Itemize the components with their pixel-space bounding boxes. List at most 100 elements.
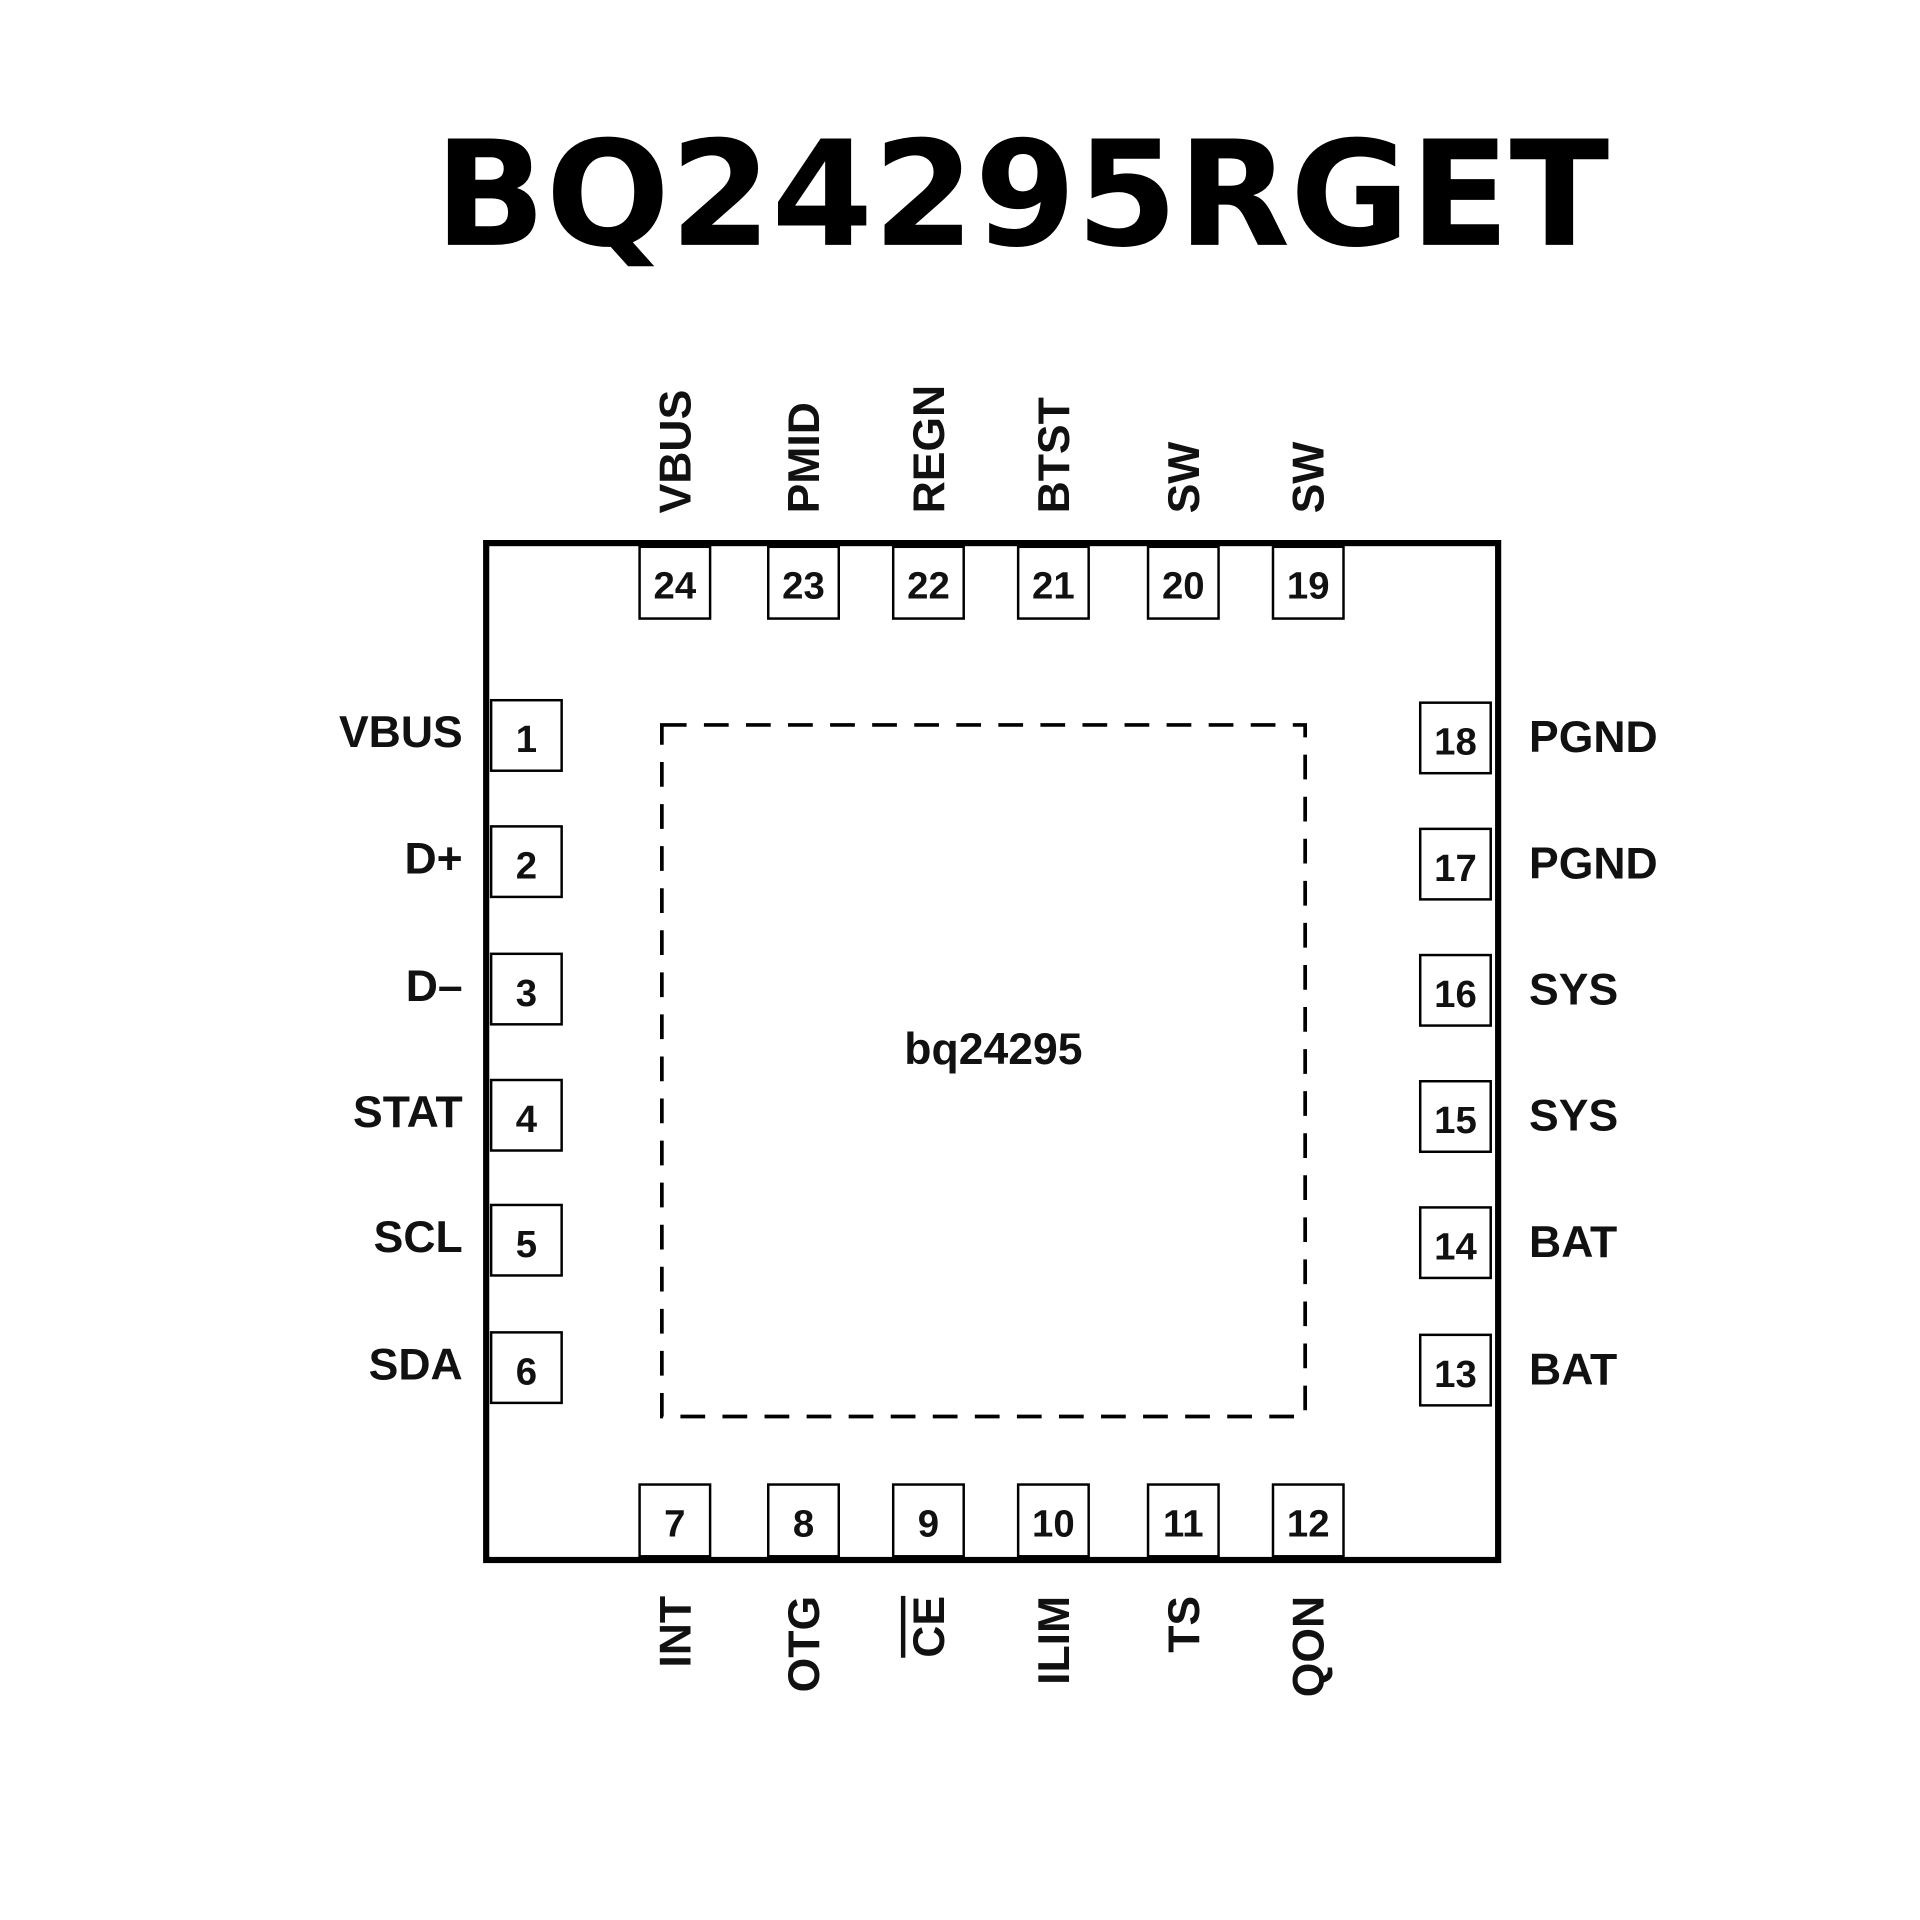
pin-name: BTST: [1030, 397, 1079, 513]
thermal-pad-outline: [660, 723, 1308, 1419]
pin-number: 5: [516, 1223, 537, 1266]
pin-number: 11: [1163, 1502, 1204, 1545]
chip-label: bq24295: [904, 1025, 1082, 1074]
pin-23: 23 PMID: [767, 402, 841, 620]
pin-name: CE: [905, 1596, 954, 1658]
pin-number: 4: [516, 1098, 538, 1141]
pin-name: PGND: [1529, 839, 1658, 888]
pin-pad: [1418, 1206, 1492, 1280]
pin-number: 7: [664, 1502, 685, 1545]
pin-number: 24: [654, 565, 697, 608]
package-outline: [483, 540, 1502, 1564]
pin-name: VBUS: [339, 708, 463, 757]
pin-name: REGN: [905, 385, 954, 514]
pin-pad: [1271, 545, 1345, 620]
pin-name: BAT: [1529, 1218, 1617, 1267]
pin-6: 6 SDA: [369, 1331, 563, 1405]
pin-number: 10: [1032, 1502, 1075, 1545]
pin-number: 6: [516, 1350, 537, 1393]
pin-pad: [638, 1483, 712, 1558]
pin-number: 2: [516, 844, 537, 887]
pin-pad: [767, 1483, 841, 1558]
pin-pad: [489, 825, 563, 899]
pin-number: 14: [1434, 1225, 1477, 1268]
pin-pad: [1146, 545, 1220, 620]
pin-name: BAT: [1529, 1345, 1617, 1394]
pin-pad: [489, 698, 563, 772]
pin-name: INT: [651, 1596, 700, 1668]
pin-name: STAT: [353, 1088, 463, 1137]
pin-9: 9CE: [891, 1483, 965, 1658]
pin-number: 9: [918, 1502, 939, 1545]
part-number-title: BQ24295RGET: [435, 111, 1610, 280]
pin-16: 16 SYS: [1418, 953, 1618, 1027]
pin-name: SYS: [1529, 966, 1618, 1015]
pin-13: 13 BAT: [1418, 1333, 1617, 1407]
pin-name: OTG: [780, 1596, 829, 1692]
pin-20: 20 SW: [1146, 442, 1220, 620]
pin-number: 15: [1434, 1099, 1477, 1142]
pin-number: 16: [1434, 973, 1477, 1016]
pin-pad: [638, 545, 712, 620]
pin-name: SCL: [374, 1213, 463, 1262]
pin-number: 3: [516, 972, 537, 1015]
pin-pad: [1146, 1483, 1220, 1558]
pin-name: QON: [1285, 1596, 1334, 1697]
pin-pad: [489, 1078, 563, 1152]
pin-number: 18: [1434, 721, 1477, 764]
pin-number: 12: [1287, 1502, 1330, 1545]
pin-pad: [1418, 701, 1492, 775]
pin-number: 21: [1032, 565, 1075, 608]
pin-5: 5 SCL: [374, 1203, 563, 1277]
pin-name: D–: [406, 962, 463, 1011]
pin-number: 8: [793, 1502, 814, 1545]
pin-1: 1 VBUS: [339, 698, 563, 772]
pin-number: 1: [516, 718, 537, 761]
pin-name: VBUS: [651, 390, 700, 514]
pin-name: TS: [1160, 1596, 1209, 1653]
pin-pad: [489, 1203, 563, 1277]
pin-pad: [489, 952, 563, 1026]
pin-number: 17: [1434, 847, 1477, 890]
pin-name: SW: [1160, 442, 1209, 514]
pin-3: 3 D–: [406, 952, 563, 1026]
pin-pad: [489, 1331, 563, 1405]
pin-name: PMID: [780, 402, 829, 513]
pin-number: 20: [1162, 565, 1205, 608]
pin-pad: [1418, 827, 1492, 901]
pin-name: D+: [405, 834, 463, 883]
pin-15: 15 SYS: [1418, 1080, 1618, 1153]
pin-number: 13: [1434, 1353, 1477, 1396]
pin-2: 2 D+: [405, 825, 563, 899]
pin-pad: [767, 545, 841, 620]
pin-name: ILIM: [1030, 1596, 1079, 1685]
pin-name: SDA: [369, 1340, 463, 1389]
pin-24: 24 VBUS: [638, 390, 712, 620]
pin-21: 21 BTST: [1016, 397, 1090, 620]
pin-pad: [1016, 545, 1090, 620]
pin-4: 4 STAT: [353, 1078, 563, 1152]
pin-pad: [1418, 953, 1492, 1027]
pin-pad: [891, 1483, 965, 1558]
pin-pad: [1271, 1483, 1345, 1558]
pin-pad: [891, 545, 965, 620]
pin-name: PGND: [1529, 713, 1658, 762]
pin-18: 18 PGND: [1418, 701, 1658, 775]
pin-17: 17 PGND: [1418, 827, 1658, 901]
pin-name: SYS: [1529, 1092, 1618, 1141]
pin-14: 14 BAT: [1418, 1206, 1617, 1280]
pin-pad: [1016, 1483, 1090, 1558]
pin-number: 23: [782, 565, 825, 608]
pin-pad: [1418, 1080, 1492, 1153]
pin-number: 19: [1287, 565, 1330, 608]
